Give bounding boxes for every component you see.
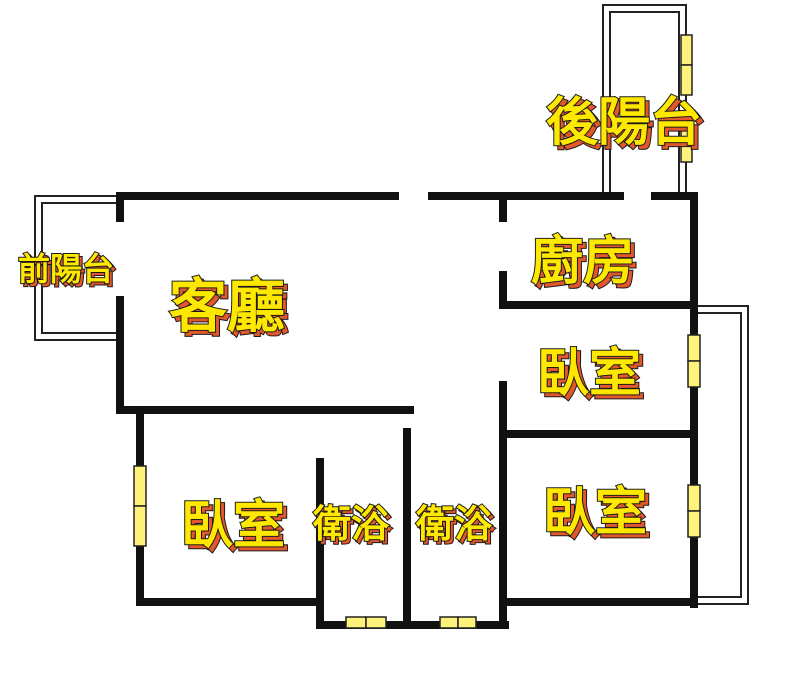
- room-label-bathroom-left: 衛浴 衛浴: [311, 501, 394, 550]
- room-label-bedroom-right-lower: 臥室 臥室: [542, 482, 652, 548]
- room-label-bathroom-right: 衛浴 衛浴: [414, 501, 497, 550]
- rear-balcony-label: 後陽台: [546, 93, 702, 153]
- window-right-bedroom-upper: [687, 334, 701, 388]
- window-left-bedroom: [133, 465, 147, 547]
- bathroom-right-label-shadow: 衛浴: [418, 505, 496, 549]
- kitchen-label: 廚房: [531, 232, 635, 292]
- window-rear-balcony: [680, 34, 693, 163]
- rear-balcony-outline: [602, 4, 687, 196]
- bathroom-left-label-shadow: 衛浴: [315, 505, 393, 549]
- bedroom-left-label: 臥室: [181, 496, 285, 556]
- bedroom-right-lower-label-shadow: 臥室: [547, 487, 651, 547]
- front-balcony-outline: [34, 195, 120, 341]
- bedroom-right-upper-label-shadow: 臥室: [541, 348, 645, 408]
- room-label-rear-balcony: 後陽台 後陽台: [545, 92, 707, 158]
- windows: [133, 34, 701, 629]
- living-room-label-shadow: 客廳: [173, 276, 289, 344]
- front-balcony-label: 前陽台: [18, 250, 114, 288]
- window-right-bedroom-lower: [687, 484, 701, 538]
- window-bath-right: [439, 616, 477, 629]
- right-balcony-outline: [695, 305, 749, 605]
- living-room-label: 客廳: [169, 272, 285, 340]
- room-label-bedroom-right-upper: 臥室 臥室: [536, 343, 646, 409]
- window-bath-left: [345, 616, 387, 629]
- room-label-kitchen: 廚房 廚房: [530, 231, 640, 297]
- room-label-living-room: 客廳 客廳: [168, 271, 290, 345]
- front-balcony-label-shadow: 前陽台: [21, 253, 117, 291]
- room-label-front-balcony: 前陽台 前陽台: [17, 249, 118, 292]
- kitchen-label-shadow: 廚房: [535, 236, 639, 296]
- bedroom-right-upper-label: 臥室: [537, 344, 641, 404]
- rear-balcony-label-shadow: 後陽台: [550, 97, 706, 157]
- room-label-bedroom-left: 臥室 臥室: [180, 495, 290, 561]
- bedroom-right-lower-label: 臥室: [543, 483, 647, 543]
- bedroom-left-label-shadow: 臥室: [185, 500, 289, 560]
- bathroom-left-label: 衛浴: [312, 502, 390, 546]
- bathroom-right-label: 衛浴: [415, 502, 493, 546]
